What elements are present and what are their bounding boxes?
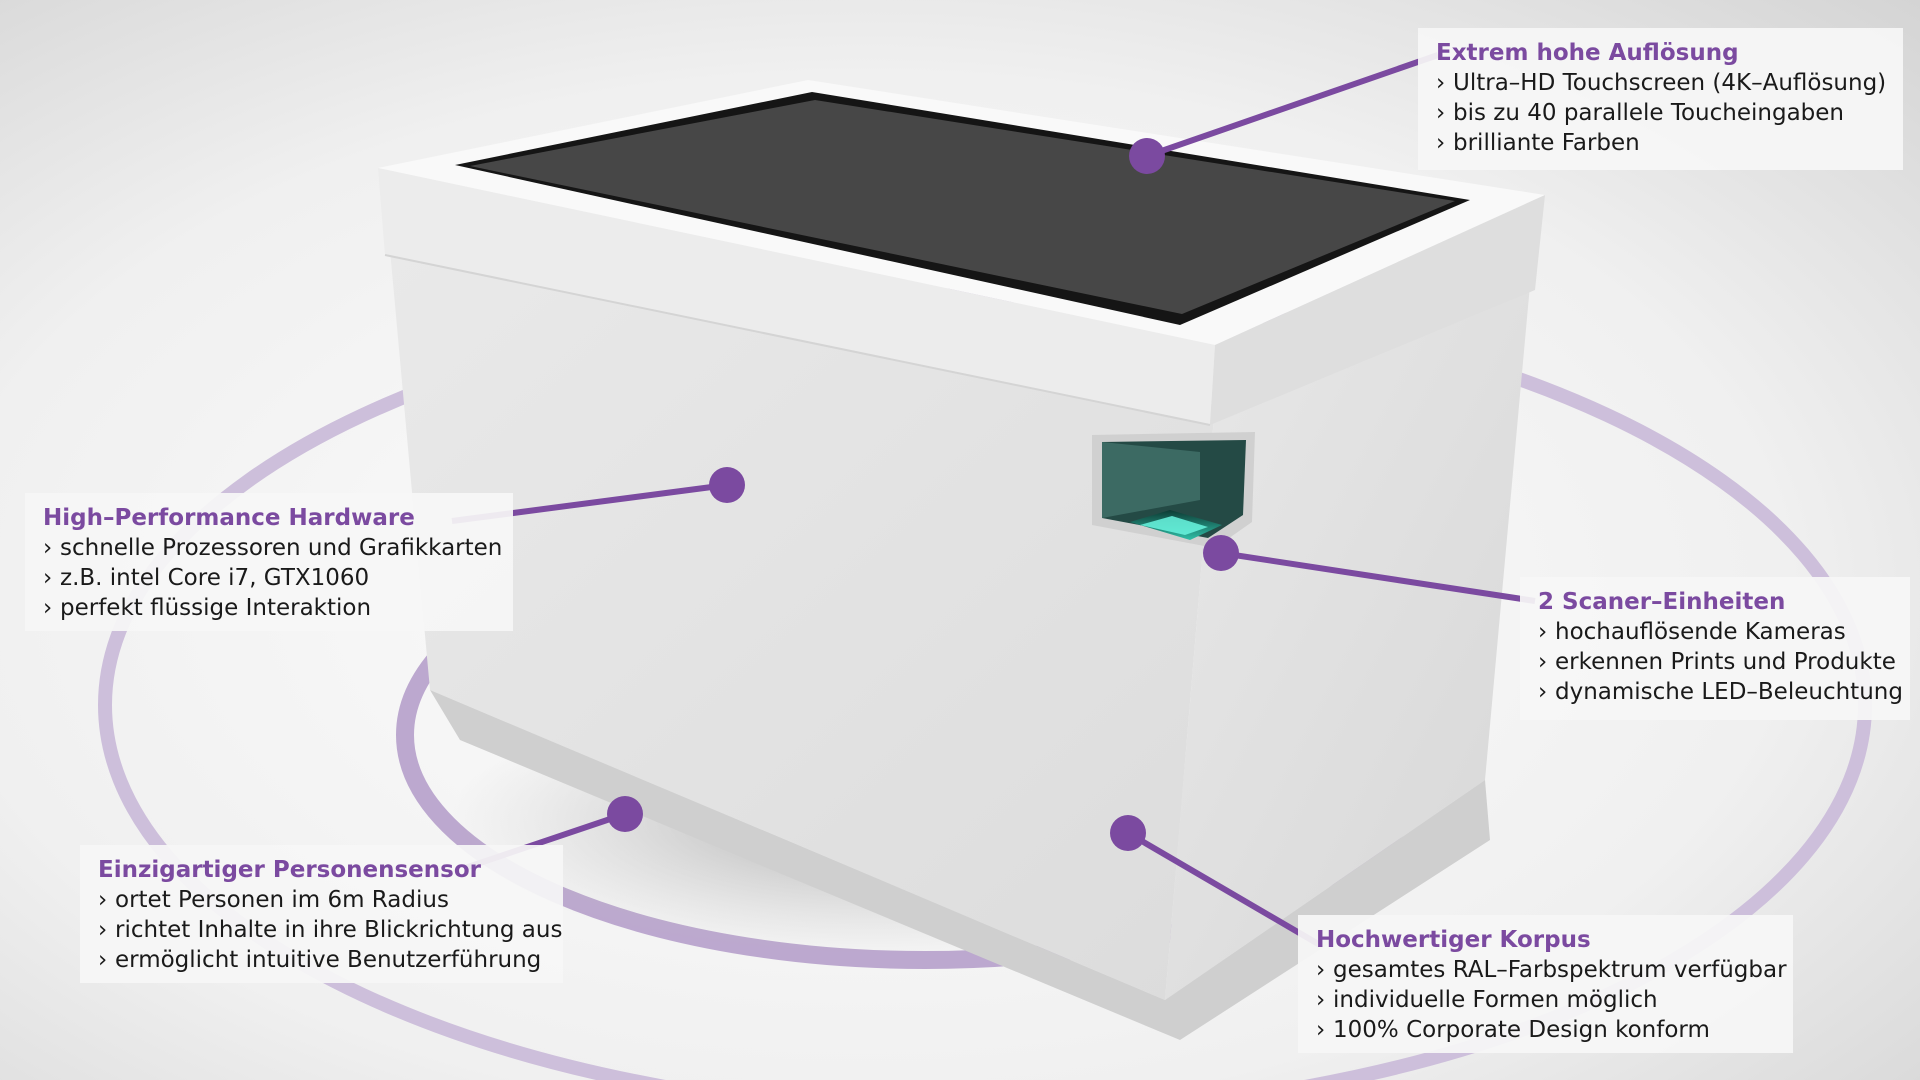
list-item-text: gesamtes RAL–Farbspektrum verfügbar xyxy=(1333,957,1787,983)
callout-title: Hochwertiger Korpus xyxy=(1316,927,1591,953)
list-item-text: perfekt flüssige Interaktion xyxy=(60,595,372,621)
list-item: › erkennen Prints und Produkte xyxy=(1538,647,1896,677)
bullet-glyph: › xyxy=(98,947,108,973)
bullet-glyph: › xyxy=(98,887,108,913)
feature-list: › hochauflösende Kameras › erkennen Prints… xyxy=(1538,617,1903,707)
bullet-glyph: › xyxy=(1436,100,1446,126)
list-item: › individuelle Formen möglich xyxy=(1316,985,1779,1015)
list-item-text: dynamische LED–Beleuchtung xyxy=(1555,679,1903,705)
list-item-text: Ultra–HD Touchscreen (4K–Auflösung) xyxy=(1453,70,1887,96)
bullet-glyph: › xyxy=(43,595,53,621)
callout-title: High–Performance Hardware xyxy=(43,505,415,531)
feature-list: › Ultra–HD Touchscreen (4K–Auflösung) › bi… xyxy=(1436,68,1889,158)
list-item: › hochauflösende Kameras xyxy=(1538,617,1896,647)
list-item: › bis zu 40 parallele Toucheingaben xyxy=(1436,98,1889,128)
list-item-text: bis zu 40 parallele Toucheingaben xyxy=(1453,100,1844,126)
list-item: › Ultra–HD Touchscreen (4K–Auflösung) xyxy=(1436,68,1889,98)
list-item: › dynamische LED–Beleuchtung xyxy=(1538,677,1903,707)
bullet-glyph: › xyxy=(1538,679,1548,705)
callout-hardware: High–Performance Hardware › schnelle Proz… xyxy=(25,493,513,631)
list-item-text: z.B. intel Core i7, GTX1060 xyxy=(60,565,370,591)
callout-title: 2 Scaner–Einheiten xyxy=(1538,589,1786,615)
callout-title: Einzigartiger Personensensor xyxy=(98,857,481,883)
marker-sensor xyxy=(607,796,643,832)
leader-line-scanner xyxy=(1220,550,1536,604)
touchscreen-display xyxy=(470,100,1455,314)
bullet-glyph: › xyxy=(98,917,108,943)
scanner-inner-wall xyxy=(1102,442,1200,518)
list-item: › perfekt flüssige Interaktion xyxy=(43,593,499,623)
marker-body xyxy=(1110,815,1146,851)
callout-resolution: Extrem hohe Auflösung › Ultra–HD Touchscr… xyxy=(1418,28,1903,170)
top-slab-front xyxy=(378,168,1215,425)
list-item-text: schnelle Prozessoren und Grafikkarten xyxy=(60,535,503,561)
cabinet-right-face xyxy=(1165,285,1530,1000)
feature-list: › gesamtes RAL–Farbspektrum verfügbar › in… xyxy=(1316,955,1787,1045)
callout-scanner: 2 Scaner–Einheiten › hochauflösende Kamer… xyxy=(1520,577,1910,720)
bullet-glyph: › xyxy=(43,535,53,561)
list-item: › brilliante Farben xyxy=(1436,128,1889,158)
list-item-text: 100% Corporate Design konform xyxy=(1333,1017,1710,1043)
list-item-text: ortet Personen im 6m Radius xyxy=(115,887,449,913)
callout-body: Hochwertiger Korpus › gesamtes RAL–Farbsp… xyxy=(1298,915,1793,1053)
callout-sensor: Einzigartiger Personensensor › ortet Pers… xyxy=(80,845,563,983)
list-item-text: ermöglicht intuitive Benutzerführung xyxy=(115,947,542,973)
list-item: › ortet Personen im 6m Radius xyxy=(98,885,549,915)
bullet-glyph: › xyxy=(1316,987,1326,1013)
cabinet-left-face xyxy=(390,250,1215,1000)
marker-hardware xyxy=(709,467,745,503)
marker-resolution xyxy=(1129,138,1165,174)
leader-line-resolution xyxy=(1146,52,1439,159)
list-item: › 100% Corporate Design konform xyxy=(1316,1015,1779,1045)
list-item: › ermöglicht intuitive Benutzerführung xyxy=(98,945,549,975)
bullet-glyph: › xyxy=(1436,130,1446,156)
list-item-text: hochauflösende Kameras xyxy=(1555,619,1846,645)
feature-list: › ortet Personen im 6m Radius › richtet In… xyxy=(98,885,562,975)
list-item-text: brilliante Farben xyxy=(1453,130,1640,156)
bullet-glyph: › xyxy=(1316,1017,1326,1043)
bullet-glyph: › xyxy=(43,565,53,591)
callout-title: Extrem hohe Auflösung xyxy=(1436,40,1739,66)
list-item-text: richtet Inhalte in ihre Blickrichtung au… xyxy=(115,917,563,943)
list-item-text: erkennen Prints und Produkte xyxy=(1555,649,1896,675)
top-slab-side xyxy=(1210,195,1545,425)
bullet-glyph: › xyxy=(1316,957,1326,983)
feature-list: › schnelle Prozessoren und Grafikkarten ›… xyxy=(43,533,503,623)
bullet-glyph: › xyxy=(1538,619,1548,645)
bullet-glyph: › xyxy=(1436,70,1446,96)
bullet-glyph: › xyxy=(1538,649,1548,675)
list-item-text: individuelle Formen möglich xyxy=(1333,987,1658,1013)
list-item: › z.B. intel Core i7, GTX1060 xyxy=(43,563,499,593)
list-item: › richtet Inhalte in ihre Blickrichtung a… xyxy=(98,915,562,945)
list-item: › gesamtes RAL–Farbspektrum verfügbar xyxy=(1316,955,1787,985)
marker-scanner xyxy=(1203,535,1239,571)
leader-line-body xyxy=(1126,830,1322,948)
list-item: › schnelle Prozessoren und Grafikkarten xyxy=(43,533,503,563)
